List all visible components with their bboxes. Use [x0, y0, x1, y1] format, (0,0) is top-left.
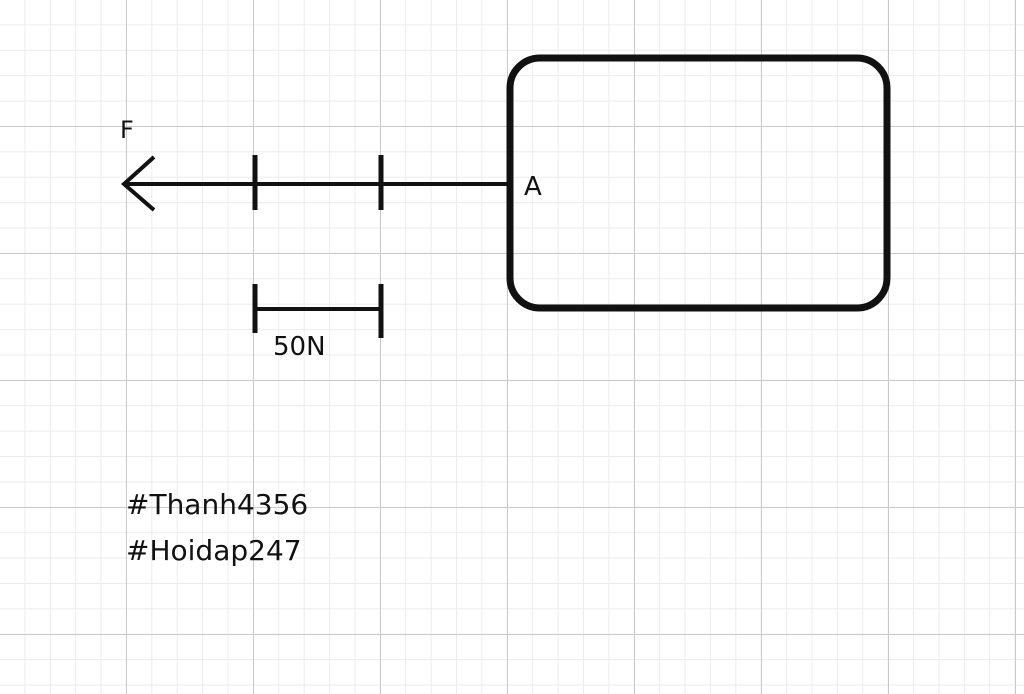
scale-label: 50N: [273, 332, 326, 362]
hashtag-2: #Hoidap247: [126, 534, 302, 567]
force-arrowhead: [120, 155, 156, 212]
hashtag-block: #Thanh4356 #Hoidap247: [126, 482, 308, 574]
object-box: [506, 54, 891, 312]
point-label: A: [524, 172, 542, 202]
force-label: F: [120, 116, 134, 144]
hashtag-1: #Thanh4356: [126, 488, 309, 521]
